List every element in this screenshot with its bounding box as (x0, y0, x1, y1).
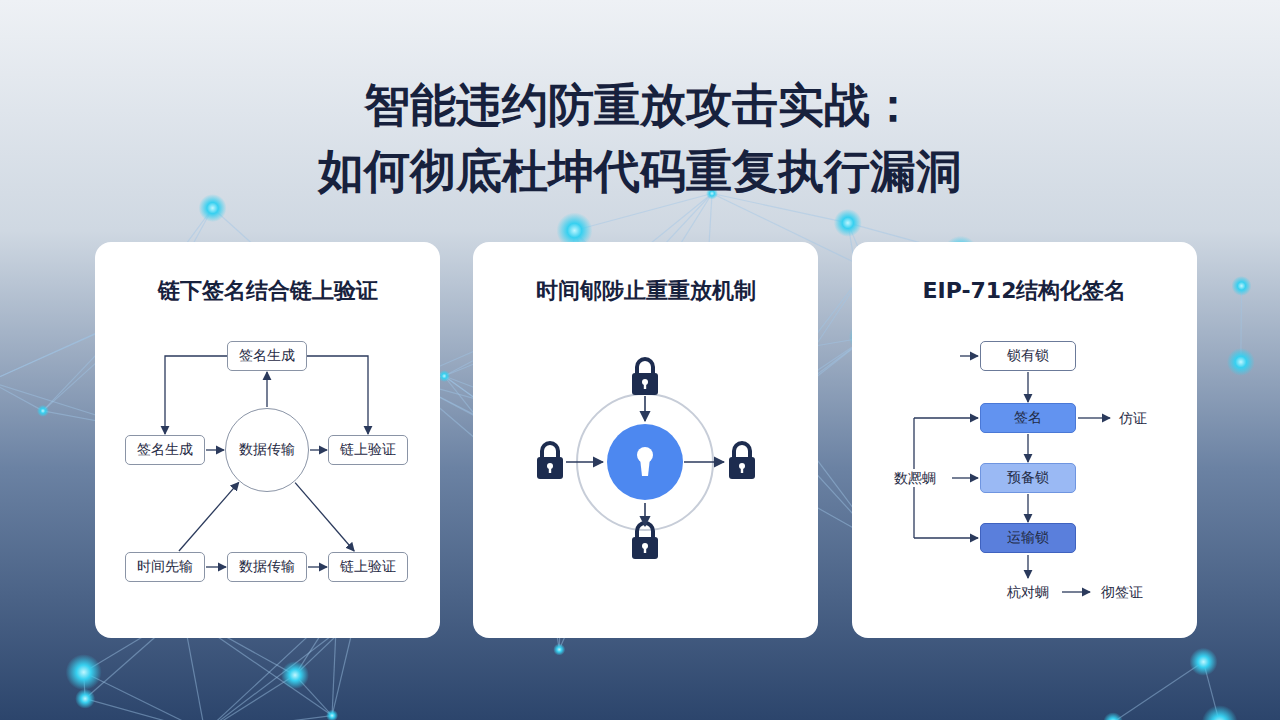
flow-arrow (206, 566, 226, 567)
flow-arrow (1027, 372, 1028, 402)
process-box: 数据传输 (227, 552, 307, 582)
process-box: 链上验证 (328, 552, 408, 582)
node-label: 锁有锁 (1007, 347, 1049, 365)
node-label: 链上验证 (340, 441, 396, 459)
flow-arrow (179, 482, 239, 551)
process-box: 锁有锁 (980, 341, 1076, 371)
flow-arrow (206, 449, 224, 450)
page-title: 智能违约防重放攻击实战： 如何彻底杜坤代码重复执行漏洞 (140, 72, 1140, 204)
card-panel (852, 242, 1197, 638)
flow-arrow (266, 372, 267, 407)
card-panel: 时间郇陟止重重放机制 (473, 242, 818, 638)
flow-arrow (310, 449, 327, 450)
process-box: 预备锁 (980, 463, 1076, 493)
node-label: 时间先输 (137, 558, 193, 576)
process-box: 时间先输 (125, 552, 205, 582)
node-label: 签名生成 (137, 441, 193, 459)
side-note: 数凞蜩 (891, 469, 939, 487)
flow-arrow (295, 483, 354, 551)
flow-arrow (1027, 494, 1028, 522)
flow-arrow (308, 566, 327, 567)
node-label: 签名生成 (239, 347, 295, 365)
card-heading: EIP-712结构化签名 (852, 276, 1197, 306)
card-panel: 链下签名结合链上验证签名生成签名生成数据传输链上验证时间先输数据传输链上验证 (95, 242, 440, 638)
flow-arrow (307, 356, 368, 434)
node-label: 数据传输 (239, 441, 295, 459)
card-panel (95, 242, 440, 638)
node-label: 链上验证 (340, 558, 396, 576)
side-note: 仿证 (1116, 409, 1150, 427)
node-label: 运输锁 (1007, 529, 1049, 547)
side-note: 杭对蜩 (1004, 583, 1052, 601)
card-panel (473, 242, 818, 638)
side-note: 彻签证 (1098, 583, 1146, 601)
card-heading: 时间郇陟止重重放机制 (473, 276, 818, 306)
process-box: 签名生成 (227, 341, 307, 371)
flow-arrow (1027, 434, 1028, 462)
lock-illustration (537, 359, 755, 559)
card-panel: EIP-712结构化签名锁有锁签名预备锁运输锁 (852, 242, 1197, 638)
process-box: 链上验证 (328, 435, 408, 465)
side-arrows (914, 356, 1110, 592)
node-label: 数据传输 (239, 558, 295, 576)
network-pattern (0, 187, 1255, 720)
process-circle: 数据传输 (225, 408, 309, 492)
node-label: 签名 (1014, 409, 1042, 427)
card-heading: 链下签名结合链上验证 (95, 276, 440, 306)
process-box: 运输锁 (980, 523, 1076, 553)
process-box: 签名 (980, 403, 1076, 433)
flow-arrow (165, 356, 227, 434)
process-box: 签名生成 (125, 435, 205, 465)
node-label: 预备锁 (1007, 469, 1049, 487)
